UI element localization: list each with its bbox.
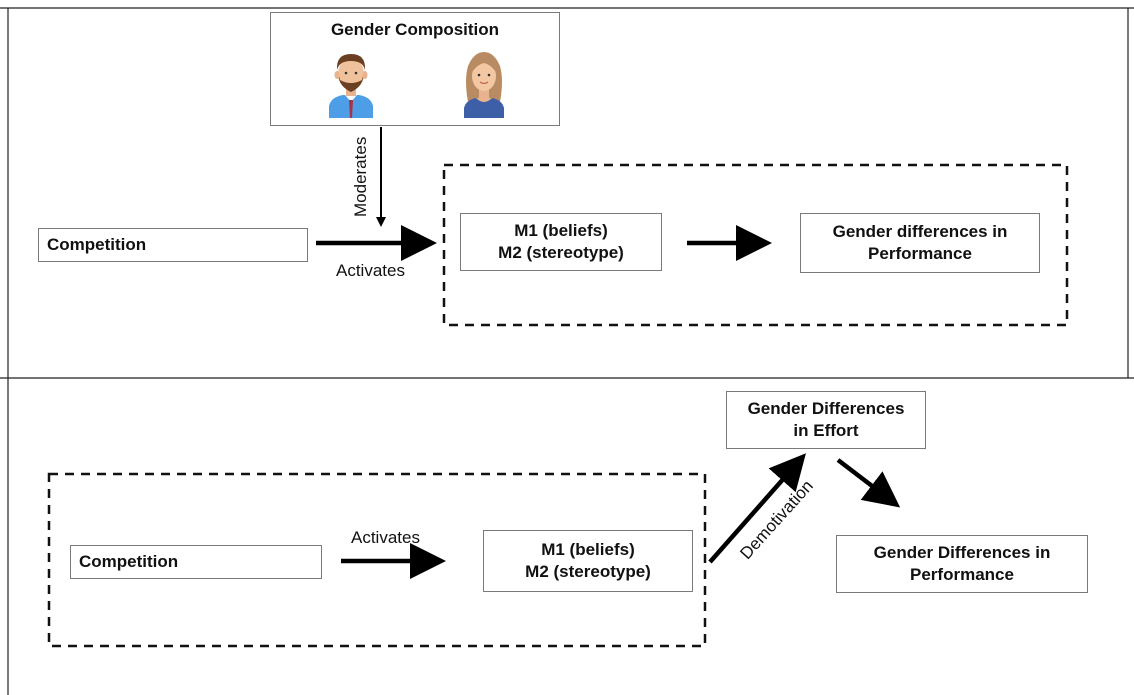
bottom-competition-label: Competition bbox=[79, 552, 179, 571]
effort-line1: Gender Differences bbox=[747, 399, 905, 418]
top-mediator-group bbox=[442, 163, 1069, 327]
top-outcome-line2: Performance bbox=[868, 244, 972, 263]
top-mediator-m1: M1 (beliefs) bbox=[514, 221, 608, 240]
effort-box: Gender Differences in Effort bbox=[726, 391, 926, 449]
effort-line2: in Effort bbox=[793, 421, 859, 440]
top-mediator-m2: M2 (stereotype) bbox=[498, 243, 624, 262]
top-competition-box: Competition bbox=[38, 228, 308, 262]
gender-composition-title: Gender Composition bbox=[330, 20, 500, 39]
man-avatar-icon bbox=[329, 54, 373, 118]
top-competition-label: Competition bbox=[47, 235, 147, 254]
bottom-mediator-group bbox=[47, 472, 707, 648]
bottom-outcome-line2: Performance bbox=[910, 565, 1014, 584]
woman-avatar-icon bbox=[464, 52, 504, 118]
top-outcome-box: Gender differences in Performance bbox=[800, 213, 1040, 273]
bottom-outcome-line1: Gender Differences in bbox=[873, 543, 1051, 562]
bottom-mediator-m2: M2 (stereotype) bbox=[525, 562, 651, 581]
bottom-outcome-box: Gender Differences in Performance bbox=[836, 535, 1088, 593]
bottom-competition-box: Competition bbox=[70, 545, 322, 579]
gender-composition-box bbox=[270, 12, 560, 126]
top-mediators-box: M1 (beliefs) M2 (stereotype) bbox=[460, 213, 662, 271]
demotivation-arrow bbox=[708, 453, 806, 564]
top-activates-label: Activates bbox=[336, 261, 405, 280]
bottom-activates-label: Activates bbox=[351, 528, 420, 547]
top-outcome-line1: Gender differences in bbox=[832, 222, 1008, 241]
effort-performance-arrow bbox=[836, 458, 901, 508]
bottom-mediator-m1: M1 (beliefs) bbox=[541, 540, 635, 559]
moderates-label: Moderates bbox=[351, 136, 370, 217]
bottom-mediators-box: M1 (beliefs) M2 (stereotype) bbox=[483, 530, 693, 592]
